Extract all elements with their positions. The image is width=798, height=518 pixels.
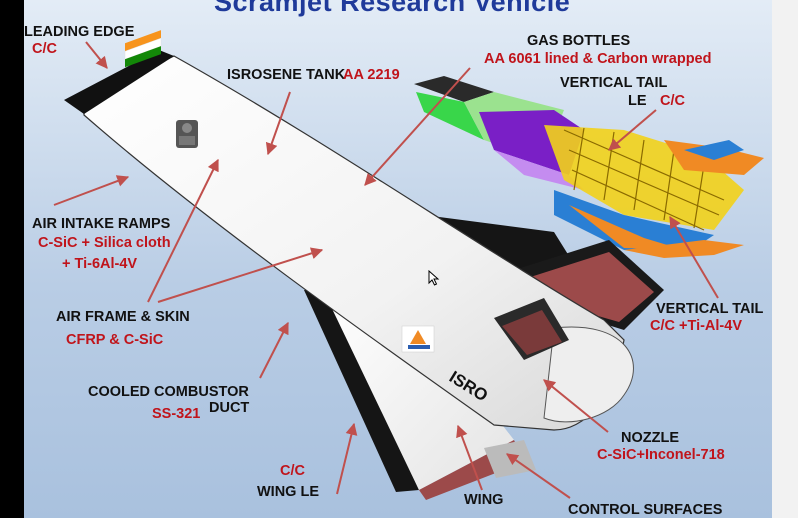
material-vertical-tail: C/C +Ti-Al-4V (650, 318, 742, 334)
material-gas-bottles: AA 6061 lined & Carbon wrapped (484, 51, 711, 67)
label-leading-edge: LEADING EDGE (24, 24, 134, 40)
main-vehicle: ISRO (64, 30, 664, 500)
label-wing-le: WING LE (257, 484, 319, 500)
isro-logo (402, 326, 434, 352)
national-emblem (176, 120, 198, 148)
label-vertical-tail: VERTICAL TAIL (656, 301, 763, 317)
label-air-frame-skin: AIR FRAME & SKIN (56, 309, 190, 325)
slide-title: Scramjet Research Vehicle (214, 0, 570, 18)
material-air-intake-ramps-2: + Ti-6Al-4V (62, 256, 137, 272)
material-isrosene-tank: AA 2219 (343, 67, 400, 83)
label-cooled-combustor: COOLED COMBUSTOR (88, 384, 249, 400)
label-isrosene-tank: ISROSENE TANK (227, 67, 345, 83)
label-control-surfaces: CONTROL SURFACES (568, 502, 722, 518)
right-sidebar-strip (772, 0, 798, 518)
label-nozzle: NOZZLE (621, 430, 679, 446)
label-air-intake-ramps: AIR INTAKE RAMPS (32, 216, 170, 232)
label-duct: DUCT (209, 400, 249, 416)
label-gas-bottles: GAS BOTTLES (527, 33, 630, 49)
label-wing: WING (464, 492, 503, 508)
material-nozzle: C-SiC+Inconel-718 (597, 447, 725, 463)
label-vertical-tail-le-2: LE (628, 93, 647, 109)
material-cooled-combustor: SS-321 (152, 406, 200, 422)
material-air-intake-ramps-1: C-SiC + Silica cloth (38, 235, 171, 251)
material-wing-le: C/C (280, 463, 305, 479)
material-leading-edge: C/C (32, 41, 57, 57)
mouse-pointer-icon (428, 270, 440, 286)
material-air-frame-skin: CFRP & C-SiC (66, 332, 163, 348)
label-vertical-tail-le: VERTICAL TAIL (560, 75, 667, 91)
presentation-slide: ISRO Scramjet Research Vehicle LEADING (24, 0, 772, 518)
material-vertical-tail-le: C/C (660, 93, 685, 109)
